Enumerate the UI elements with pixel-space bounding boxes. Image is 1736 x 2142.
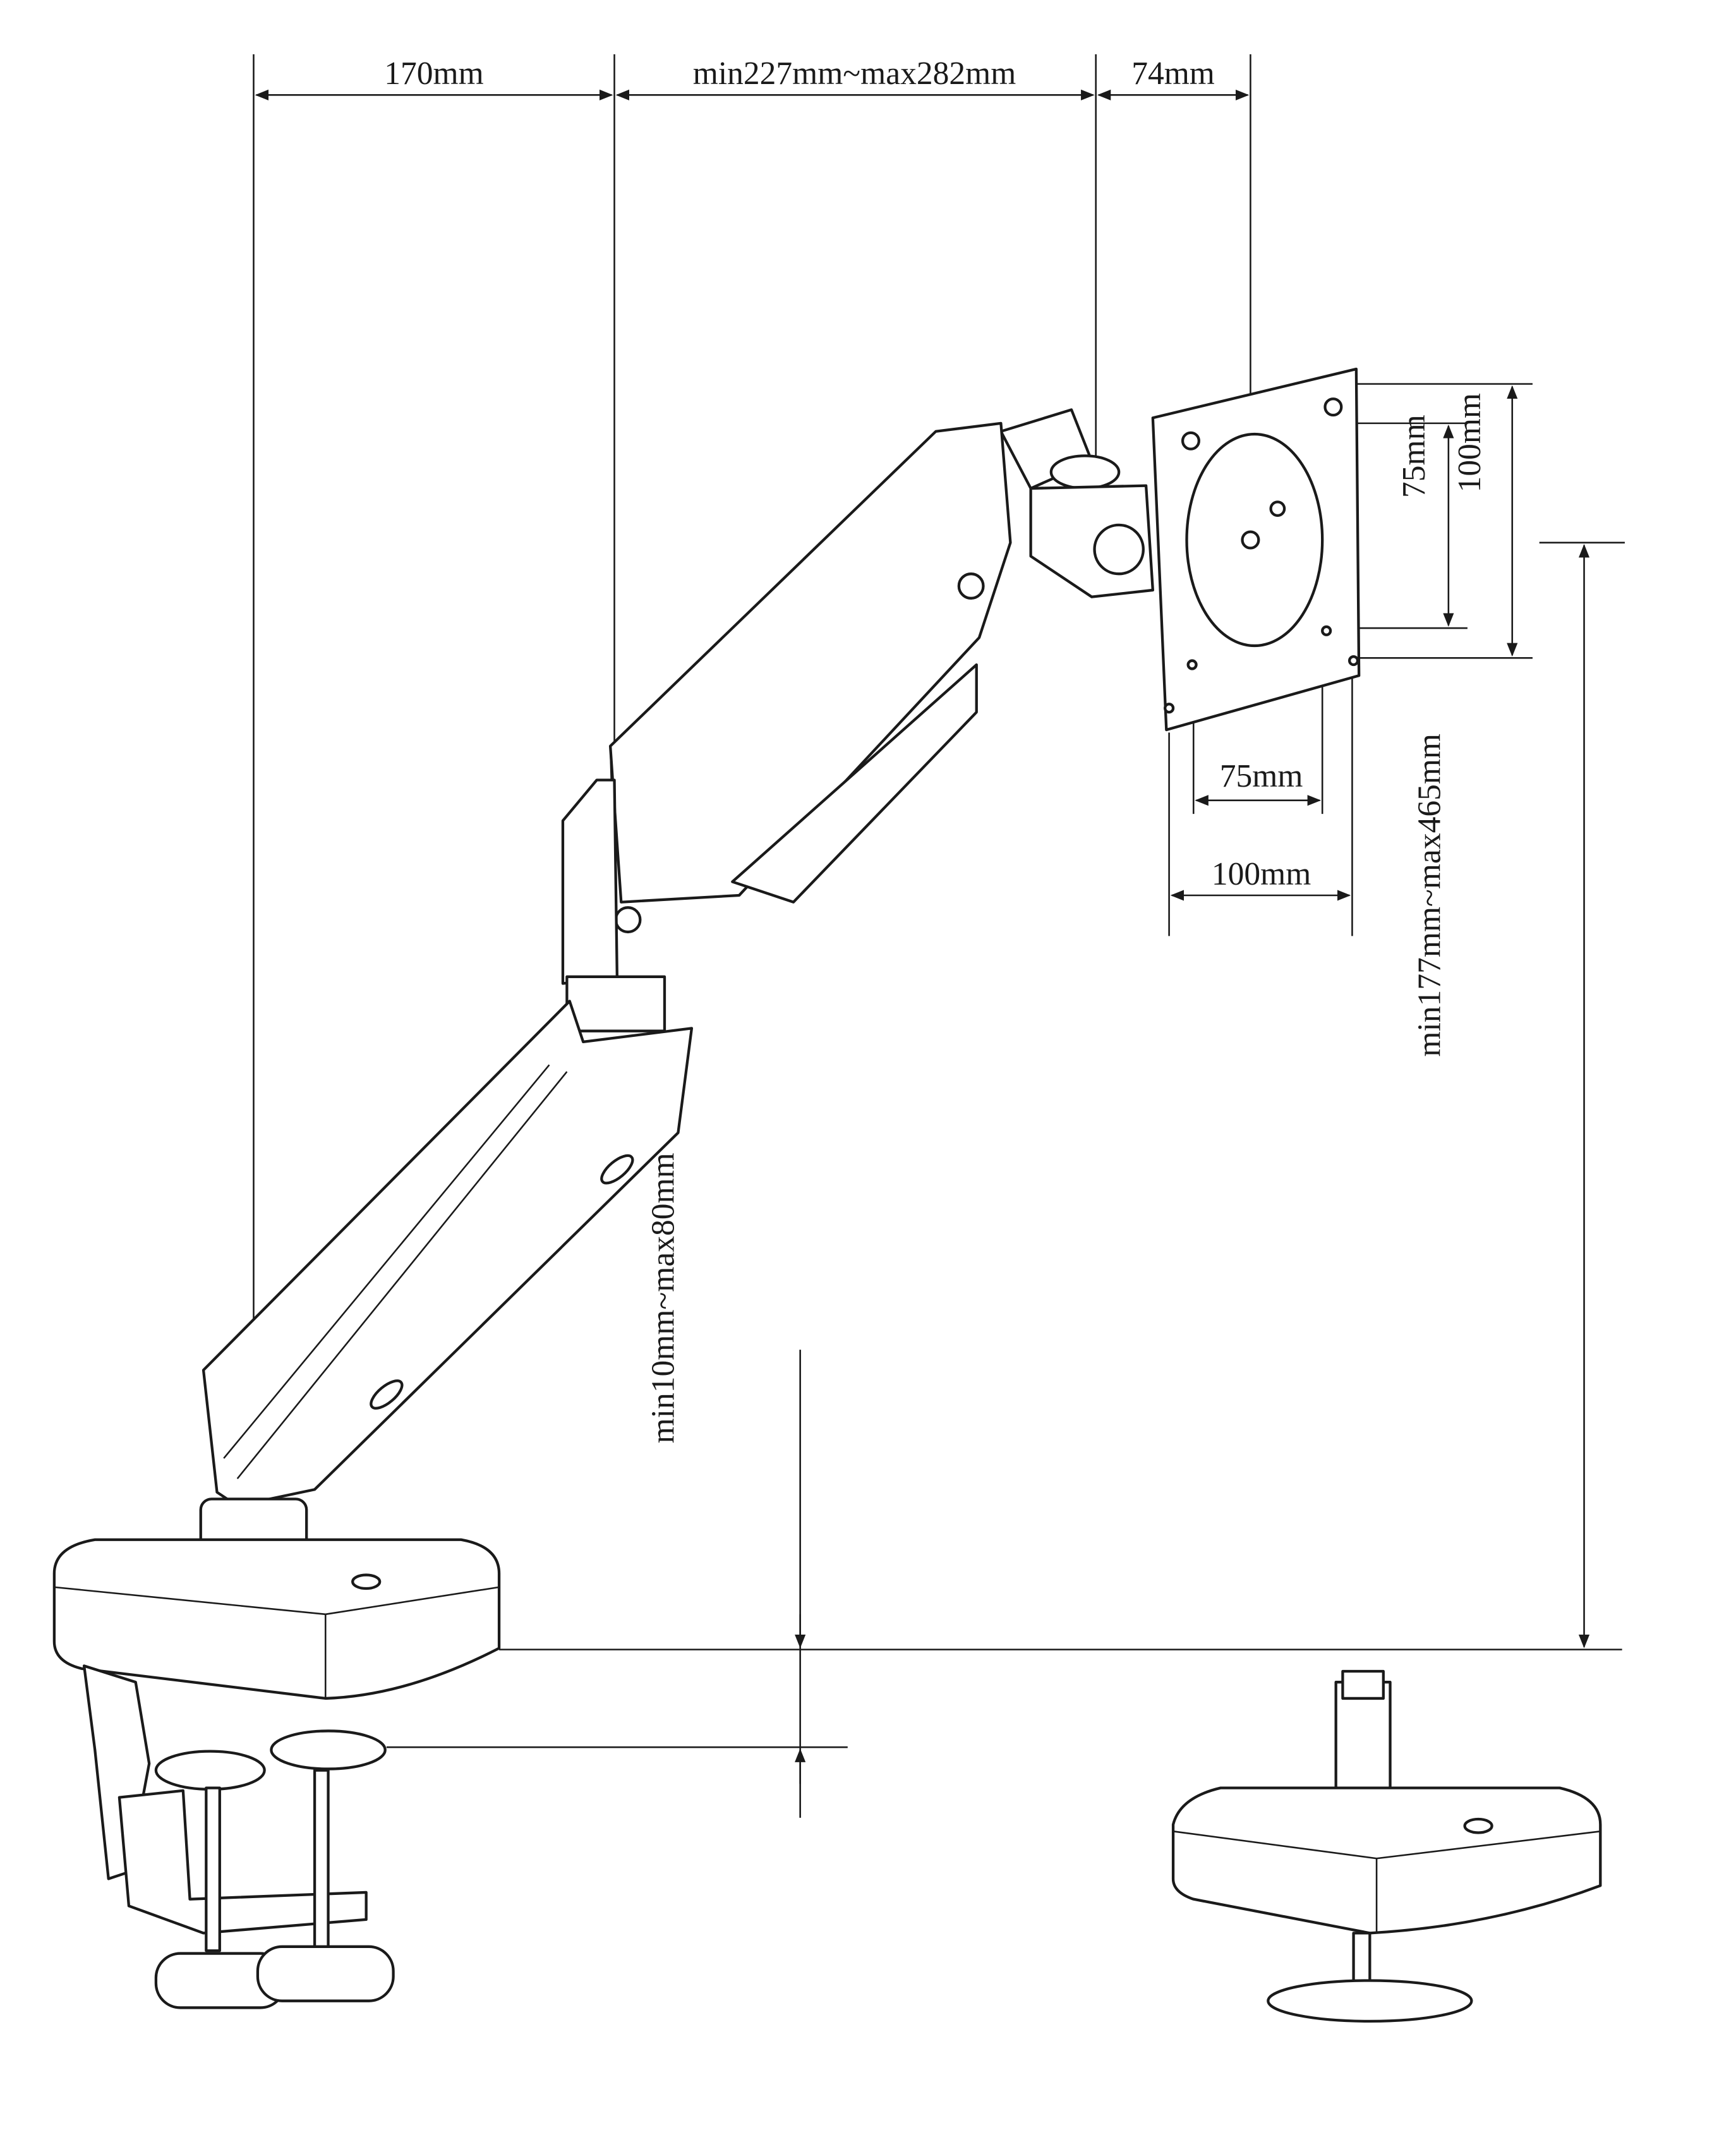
lower-arm xyxy=(202,1000,694,1508)
vesa-plate xyxy=(1151,367,1361,732)
tilt-head xyxy=(999,408,1154,598)
dim-label-clamp-range: min10mm~max80mm xyxy=(646,1153,682,1443)
upper-arm xyxy=(608,421,1012,977)
dim-label-arm-extension: min227mm~max282mm xyxy=(693,56,1016,92)
c-clamp xyxy=(82,1664,395,2009)
grommet-base xyxy=(1171,1669,1602,2023)
column xyxy=(561,778,666,1032)
dim-label-vesa-100-vertical: 100mm xyxy=(1452,393,1488,492)
dim-label-170: 170mm xyxy=(384,56,483,92)
dimension-arrows xyxy=(255,89,1590,1818)
dim-label-height-range: min177mm~max465mm xyxy=(1412,734,1448,1057)
dim-label-vesa-75-horizontal: 75mm xyxy=(1220,758,1303,794)
desk-base xyxy=(52,1498,501,1700)
dim-label-vesa-100-horizontal: 100mm xyxy=(1212,856,1311,892)
dim-label-74: 74mm xyxy=(1131,56,1215,92)
dim-label-vesa-75-vertical: 75mm xyxy=(1396,414,1432,498)
